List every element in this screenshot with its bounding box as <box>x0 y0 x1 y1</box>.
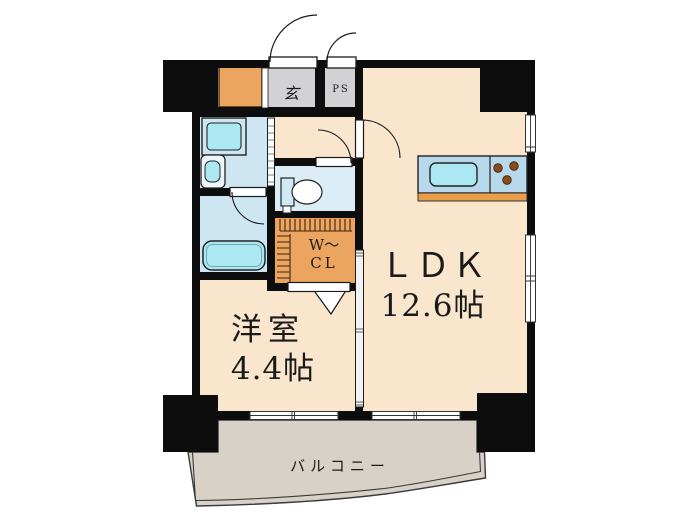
label-ps: PS <box>332 84 350 95</box>
shoe-cabinet <box>218 65 263 108</box>
ps-door-swing-arc <box>326 32 357 63</box>
wall-ps-right <box>355 68 363 120</box>
ldk-door <box>354 119 365 159</box>
window-western-balcony <box>249 411 339 420</box>
wall-genkan-ps-divider <box>315 68 325 110</box>
pillar-top-left <box>163 60 218 112</box>
closet-door-swing-triangle <box>314 291 346 316</box>
label-ldk-size: 12.6帖 <box>380 288 485 324</box>
bathtub-icon <box>202 240 266 271</box>
window-right-lower <box>525 234 536 323</box>
pillar-top-right <box>480 60 535 112</box>
label-ldk: ＬＤＫ <box>380 246 488 286</box>
wall-toilet-top <box>275 158 355 166</box>
wall-left <box>192 112 200 410</box>
toilet-icon <box>280 177 323 214</box>
fixtures <box>200 117 528 282</box>
wall-bathroom-bottom <box>192 272 275 280</box>
washing-machine-pan-icon <box>201 117 247 156</box>
window-ldk-balcony <box>371 411 461 420</box>
doors <box>229 14 401 408</box>
stove-burners-icon <box>493 161 519 185</box>
label-wcl-line2: CL <box>310 254 337 272</box>
label-western-size: 4.4帖 <box>231 351 315 387</box>
kitchen-counter-base <box>417 192 528 202</box>
bathroom-door-swing-arc <box>231 191 265 225</box>
pillar-bottom-right <box>477 393 535 452</box>
label-western-room: 洋室 <box>231 312 305 348</box>
label-wcl-line1: W〜 <box>309 236 339 254</box>
washbasin-icon <box>200 154 226 189</box>
washroom-accordion-door-ticks <box>267 125 275 183</box>
room-ldk <box>363 68 527 411</box>
room-ps <box>325 68 355 107</box>
entrance-door-swing-arc <box>269 14 318 63</box>
room-genkan <box>264 68 315 107</box>
label-balcony: バルコニー <box>290 457 390 475</box>
genkan-partition <box>261 67 269 109</box>
entrance-door <box>268 56 318 69</box>
sliding-door-partition-ticks <box>355 252 364 406</box>
bathroom-door <box>229 186 267 198</box>
room-western <box>200 280 363 411</box>
toilet-door-swing-arc <box>317 129 352 164</box>
hanger-pipe-hatch <box>277 219 352 282</box>
wall-toilet-bottom <box>275 211 355 218</box>
toilet-door <box>315 156 353 168</box>
ps-door <box>326 56 357 69</box>
kitchen-sink-icon <box>429 162 478 187</box>
room-hallway <box>275 117 363 158</box>
ldk-door-swing-arc <box>361 119 401 159</box>
windows <box>249 114 536 420</box>
label-genkan: 玄 <box>283 84 301 103</box>
wall-hall-right <box>355 158 363 250</box>
washroom-accordion-door <box>267 117 275 187</box>
pillar-bottom-left <box>163 395 218 452</box>
wall-washroom-right <box>267 186 275 283</box>
wall-top <box>218 60 535 68</box>
wall-genkan-step <box>192 107 363 117</box>
wall-hall-right-stub <box>355 405 363 413</box>
sliding-door-partition <box>355 249 364 408</box>
closet-door <box>287 281 351 293</box>
labels: ＬＤＫ 12.6帖 洋室 4.4帖 W〜 CL 玄 PS バルコニー <box>231 84 488 475</box>
kitchen-counter-icon <box>417 155 528 202</box>
window-right-upper <box>525 114 536 153</box>
balcony-inner-rail-line <box>191 451 482 502</box>
